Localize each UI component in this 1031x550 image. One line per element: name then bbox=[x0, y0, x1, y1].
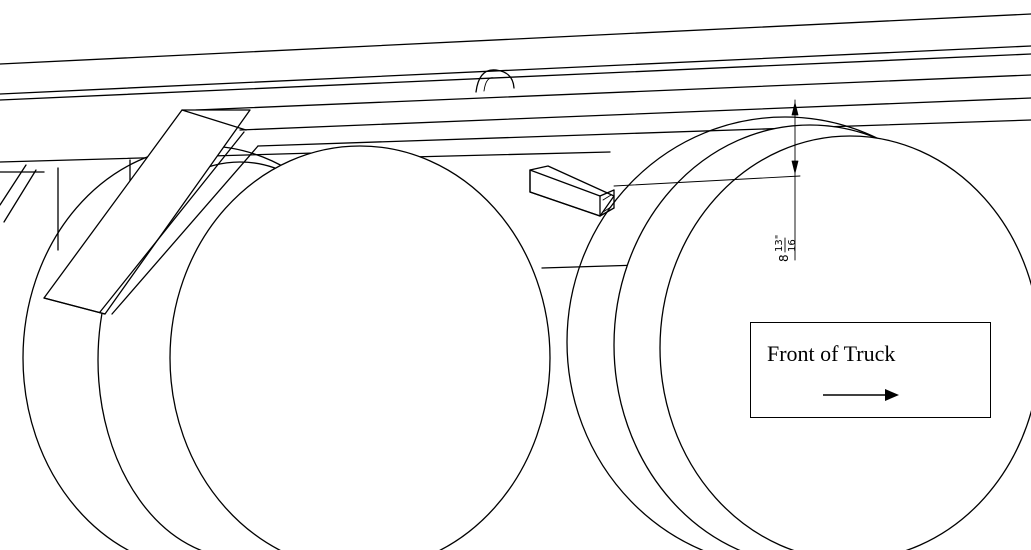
rail-bump bbox=[475, 69, 515, 93]
dimension-lines bbox=[613, 99, 801, 261]
angled-bracket bbox=[43, 109, 259, 315]
rectangular-tube bbox=[529, 165, 615, 217]
rail-bump-inner bbox=[483, 77, 495, 92]
frame-rails bbox=[0, 13, 1031, 101]
dimension-label: 8 13" 16 bbox=[774, 235, 798, 262]
front-of-truck-note: Front of Truck bbox=[750, 322, 991, 418]
left-tires bbox=[22, 145, 551, 550]
cross-beam bbox=[195, 74, 1031, 147]
dimension-whole: 8 bbox=[777, 254, 791, 262]
arrow-right-icon bbox=[823, 389, 899, 401]
dimension-denominator: 16 bbox=[787, 239, 798, 252]
dimension-numerator: 13" bbox=[774, 235, 785, 252]
note-label: Front of Truck bbox=[767, 341, 896, 366]
